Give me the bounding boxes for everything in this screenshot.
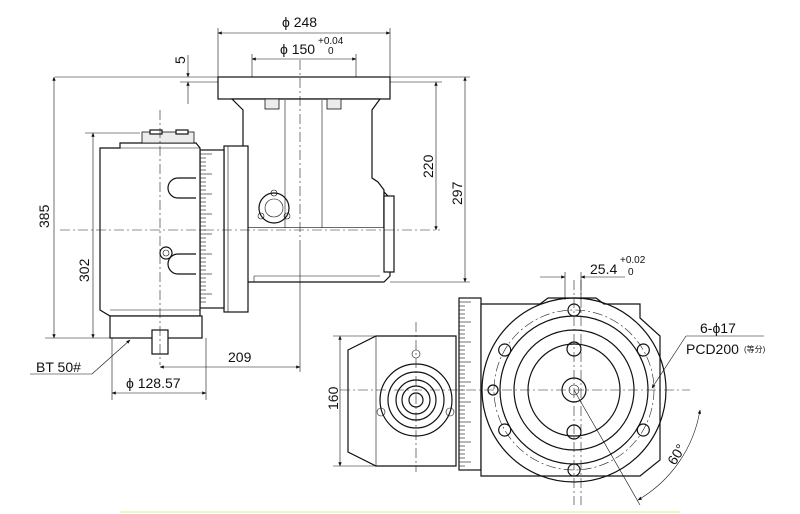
front-angle-scale xyxy=(458,297,482,471)
dim-flange-diameter: ϕ 248 xyxy=(282,14,317,30)
dim-offset-tol-lower: 0 xyxy=(628,267,634,278)
front-scale-ticks xyxy=(459,301,471,467)
spindle-body xyxy=(99,142,201,317)
vertical-column xyxy=(230,98,385,229)
dim-length-209: 209 xyxy=(228,349,252,365)
dim-taper-diameter: ϕ 128.57 xyxy=(126,375,181,391)
front-view-dimensions: 25.4 +0.02 0 160 6-ϕ17 PCD200 (等分) 60° xyxy=(325,255,766,506)
pcd-hole xyxy=(498,343,512,357)
face-plate xyxy=(223,145,249,313)
dim-height-297: 297 xyxy=(449,181,465,205)
top-cap xyxy=(141,131,195,144)
spindle-type-label: BT 50# xyxy=(36,359,81,375)
bolt-head-left xyxy=(264,98,280,110)
dim-offset-tol-upper: +0.02 xyxy=(620,255,646,266)
side-port-icon xyxy=(159,246,173,260)
nose-screw-right xyxy=(445,407,455,417)
bolt-head-right xyxy=(326,98,342,110)
dim-height-220: 220 xyxy=(420,154,436,178)
front-view xyxy=(340,280,690,505)
dim-flange-thickness: 5 xyxy=(172,56,188,64)
pcd-hole xyxy=(498,423,512,437)
dim-angle-60: 60° xyxy=(664,441,689,467)
pcd-hole xyxy=(636,343,650,357)
dim-pilot-tol-lower: 0 xyxy=(328,46,334,57)
rotary-body-outline xyxy=(480,297,661,477)
pcd-note: PCD200 xyxy=(686,341,739,357)
dim-pilot-tol-upper: +0.04 xyxy=(318,36,344,47)
side-view xyxy=(60,60,440,365)
nose-screw-left xyxy=(376,407,386,417)
mount-flange xyxy=(217,76,391,100)
dim-pilot-diameter: ϕ 150 xyxy=(280,41,315,57)
side-view-dimensions: ϕ 248 ϕ 150 +0.04 0 5 220 297 385 302 2 xyxy=(30,14,470,400)
dim-height-302: 302 xyxy=(76,258,92,282)
dim-width-160: 160 xyxy=(325,386,341,410)
housing-flange-circle xyxy=(258,192,290,224)
pcd-equal-note: (等分) xyxy=(744,344,766,354)
angle-scale xyxy=(199,149,225,309)
dim-height-385: 385 xyxy=(36,204,52,228)
holes-note: 6-ϕ17 xyxy=(700,320,736,336)
dim-offset-25: 25.4 xyxy=(590,261,617,277)
